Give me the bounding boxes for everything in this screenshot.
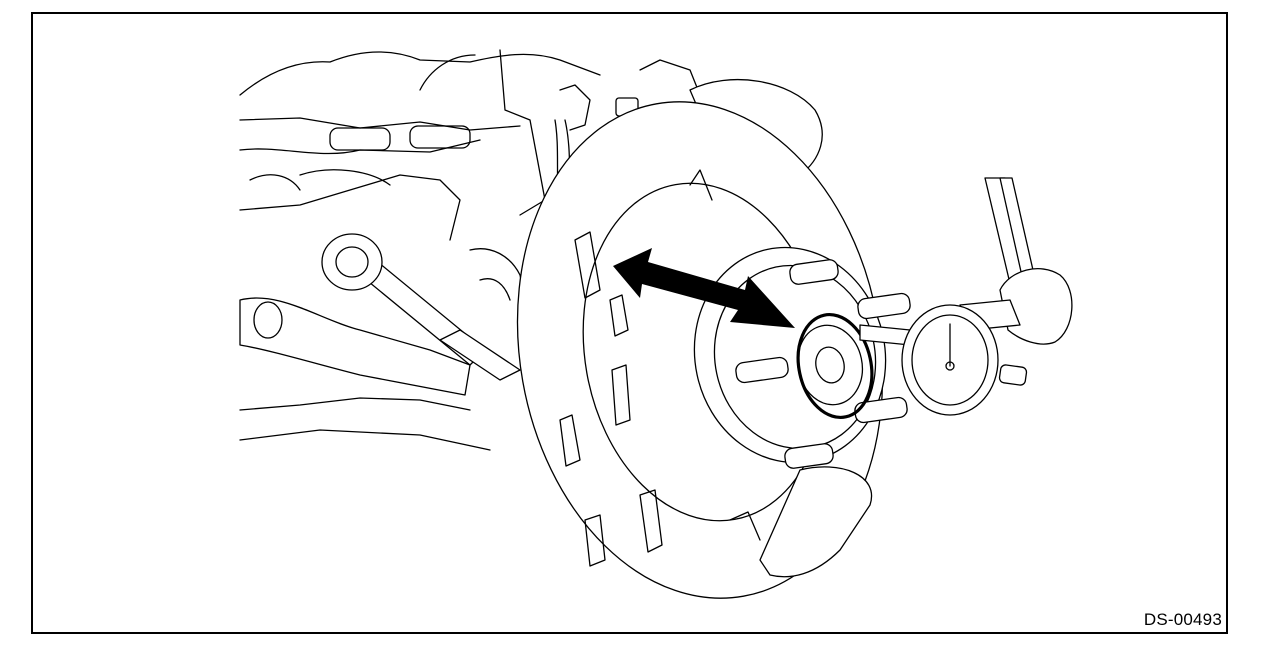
measurement-ring [796,312,874,420]
wheel-studs [735,259,911,469]
dust-shield [759,466,873,578]
movement-arrow [613,248,795,328]
suspension-background [239,49,701,451]
figure-code: DS-00493 [1143,610,1222,629]
dial-gauge [859,177,1073,416]
